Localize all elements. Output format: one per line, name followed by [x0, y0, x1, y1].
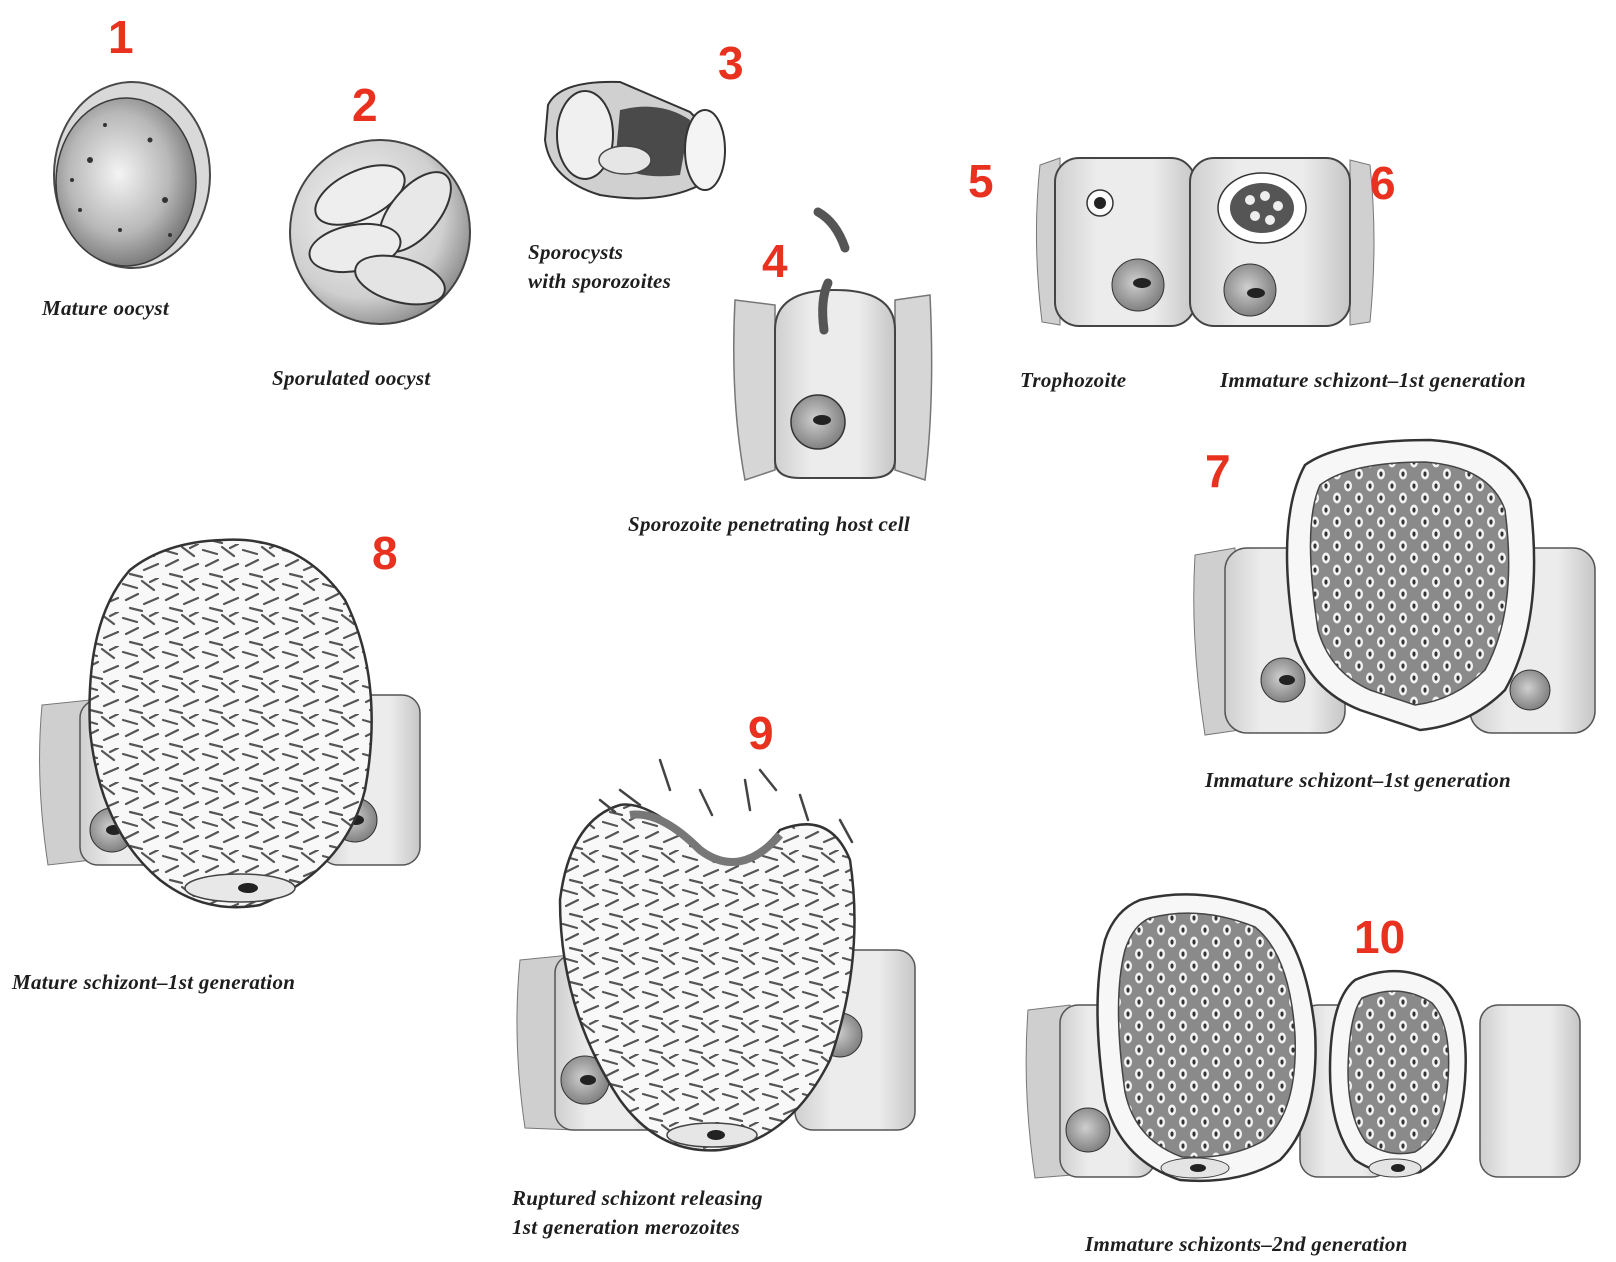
- stage-4-caption: Sporozoite penetrating host cell: [628, 510, 910, 539]
- sporocysts-figure: [545, 82, 725, 198]
- mature-schizont-1-figure: [40, 540, 420, 908]
- mature-oocyst-figure: [54, 82, 210, 268]
- stage-3-number: 3: [718, 40, 744, 86]
- stage-1-caption: Mature oocyst: [42, 294, 169, 323]
- immature-schizonts-2-figure: [1026, 894, 1580, 1180]
- stage-10-number: 10: [1354, 914, 1405, 960]
- ruptured-schizont-figure: [517, 760, 915, 1150]
- stage-9-caption: Ruptured schizont releasing 1st generati…: [512, 1184, 763, 1243]
- stage-9-number: 9: [748, 710, 774, 756]
- trophozoite-schizont-cells-figure: [1036, 158, 1374, 326]
- stage-7-number: 7: [1205, 448, 1231, 494]
- stage-8-number: 8: [372, 530, 398, 576]
- immature-schizont-1-figure: [1194, 440, 1595, 735]
- stage-4-number: 4: [762, 238, 788, 284]
- stage-2-caption: Sporulated oocyst: [272, 364, 431, 393]
- stage-10-caption: Immature schizonts–2nd generation: [1085, 1230, 1408, 1259]
- stage-8-caption: Mature schizont–1st generation: [12, 968, 295, 997]
- stage-7-caption: Immature schizont–1st generation: [1205, 766, 1511, 795]
- stage-2-number: 2: [352, 82, 378, 128]
- stage-6-caption: Immature schizont–1st generation: [1220, 366, 1526, 395]
- stage-1-number: 1: [108, 14, 134, 60]
- stage-5-number: 5: [968, 158, 994, 204]
- sporulated-oocyst-figure: [290, 140, 470, 324]
- stage-3-caption: Sporocysts with sporozoites: [528, 238, 671, 297]
- stage-6-number: 6: [1370, 160, 1396, 206]
- stage-5-caption: Trophozoite: [1020, 366, 1126, 395]
